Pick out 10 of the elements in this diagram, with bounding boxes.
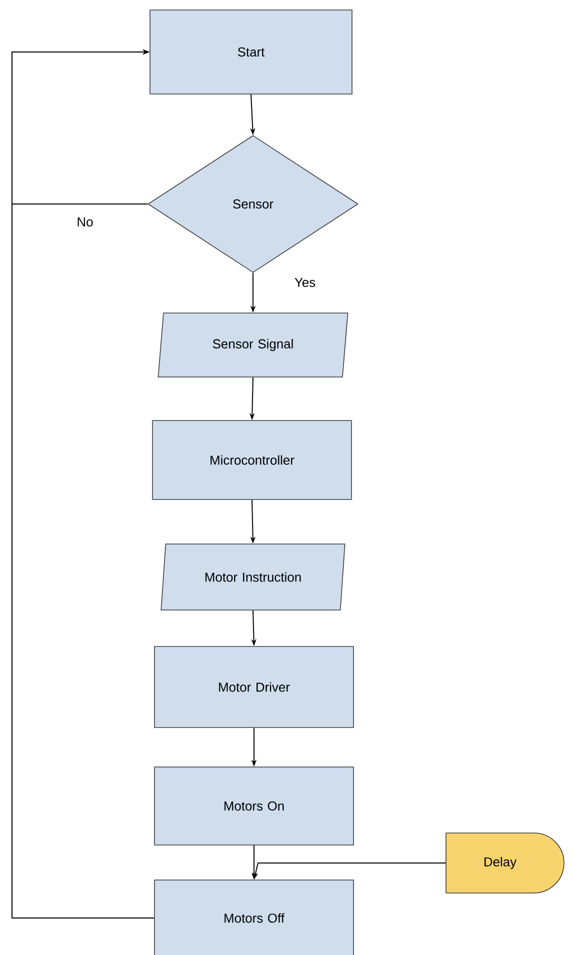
process-box: Motors On [154,766,354,846]
edge-label: Yes [293,276,317,288]
data-parallelogram: Motor Instruction [160,544,346,610]
edge-label: No [76,216,94,228]
arrow [12,49,155,918]
process-box: Start [150,10,352,94]
data-parallelogram: Sensor Signal [158,312,348,378]
process-box: Motors Off [154,880,354,955]
process-box: Microcontroller [152,420,352,500]
process-box: Motor Driver [154,646,354,728]
